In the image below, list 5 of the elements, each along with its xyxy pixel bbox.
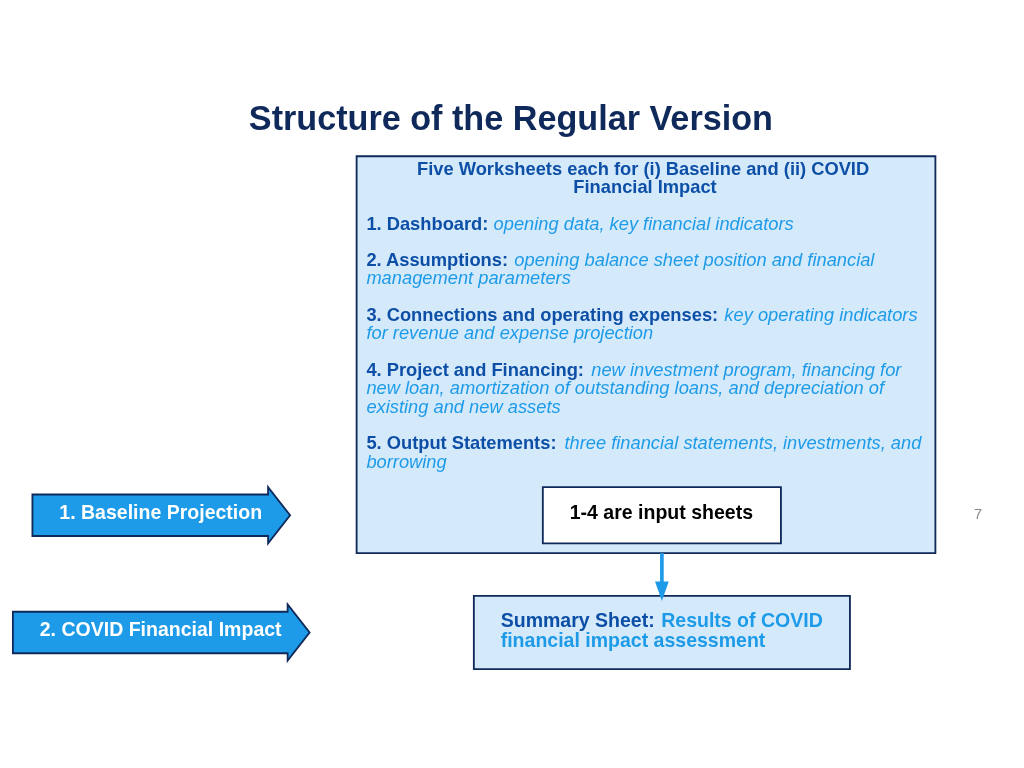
node-box: 1-4 are input sheets	[541, 486, 782, 545]
node-box: Summary Sheet: Results of COVID financial impact assessment	[472, 594, 851, 671]
label: 7	[974, 506, 983, 523]
diagram-title: Structure of the Regular Version	[248, 98, 773, 137]
arrow	[655, 553, 669, 602]
